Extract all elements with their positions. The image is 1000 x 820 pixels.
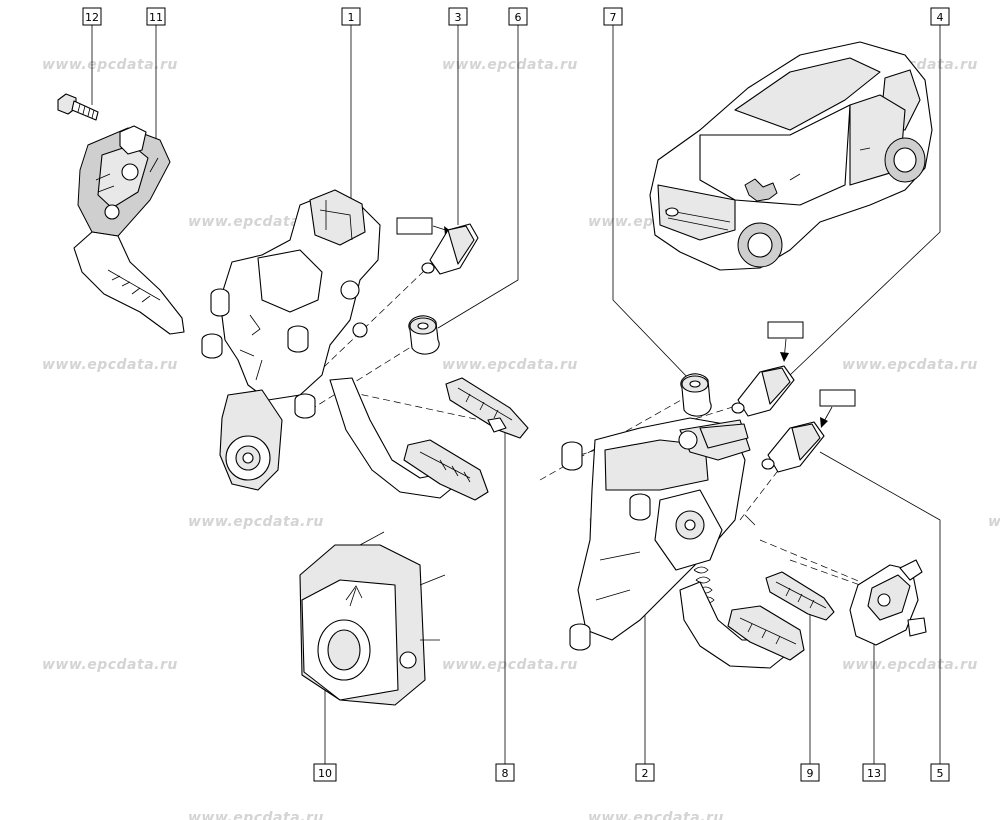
svg-text:6: 6 <box>515 11 522 24</box>
bush-part-6 <box>408 315 440 355</box>
watermark: www.epcdata.ru <box>42 57 178 73</box>
watermark: www.epcdata.ru <box>42 357 178 373</box>
accelerator-pedal-part-11 <box>73 125 185 335</box>
watermark: www.epcdata.ru <box>988 514 1000 530</box>
watermark: www.epcdata.ru <box>442 357 578 373</box>
bush-part-7 <box>680 373 712 417</box>
pedal-pad-part-9 <box>765 571 835 621</box>
callout-7: 7 <box>603 7 623 26</box>
switch-part-3 <box>421 223 479 275</box>
watermark: www.epcdata.ru <box>188 810 324 820</box>
callout-3: 3 <box>448 7 468 26</box>
switch-part-5 <box>761 421 825 473</box>
pedal-pad-part-8 <box>445 377 529 439</box>
callout-2: 2 <box>635 763 655 782</box>
svg-text:8: 8 <box>502 767 509 780</box>
watermark: www.epcdata.ru <box>42 657 178 673</box>
callout-12: 12 <box>82 7 102 26</box>
svg-text:5: 5 <box>937 767 944 780</box>
svg-text:9: 9 <box>807 767 814 780</box>
callout-9: 9 <box>800 763 820 782</box>
svg-text:12: 12 <box>85 11 99 24</box>
watermark: www.epcdata.ru <box>442 57 578 73</box>
callout-10: 10 <box>313 763 337 782</box>
callout-4: 4 <box>930 7 950 26</box>
callout-8: 8 <box>495 763 515 782</box>
watermark: www.epcdata.ru <box>188 214 324 230</box>
callout-11: 11 <box>146 7 166 26</box>
svg-text:7: 7 <box>610 11 617 24</box>
callout-13: 13 <box>862 763 886 782</box>
pedal-bracket-part-1 <box>201 189 489 501</box>
bolt-part-12 <box>57 93 99 121</box>
vehicle-illustration <box>649 41 933 271</box>
switch-part-4 <box>731 365 795 417</box>
watermark: www.epcdata.ru <box>442 657 578 673</box>
watermarks: www.epcdata.ru www.epcdata.ru www.epcdat… <box>42 57 1000 820</box>
sensor-part-13 <box>849 559 927 646</box>
watermark: www.epcdata.ru <box>588 810 724 820</box>
watermark: www.epcdata.ru <box>188 514 324 530</box>
callout-5: 5 <box>930 763 950 782</box>
callouts: 12 11 1 3 6 7 4 10 8 2 9 13 5 <box>82 7 950 782</box>
svg-text:4: 4 <box>937 11 944 24</box>
svg-text:11: 11 <box>149 11 163 24</box>
watermark: www.epcdata.ru <box>842 357 978 373</box>
pedal-bracket-part-2 <box>561 417 805 669</box>
svg-text:1: 1 <box>348 11 355 24</box>
svg-text:2: 2 <box>642 767 649 780</box>
cover-part-10 <box>299 531 446 706</box>
callout-1: 1 <box>341 7 361 26</box>
svg-text:10: 10 <box>318 767 332 780</box>
svg-text:3: 3 <box>455 11 462 24</box>
callout-6: 6 <box>508 7 528 26</box>
watermark: www.epcdata.ru <box>842 657 978 673</box>
svg-text:13: 13 <box>867 767 881 780</box>
